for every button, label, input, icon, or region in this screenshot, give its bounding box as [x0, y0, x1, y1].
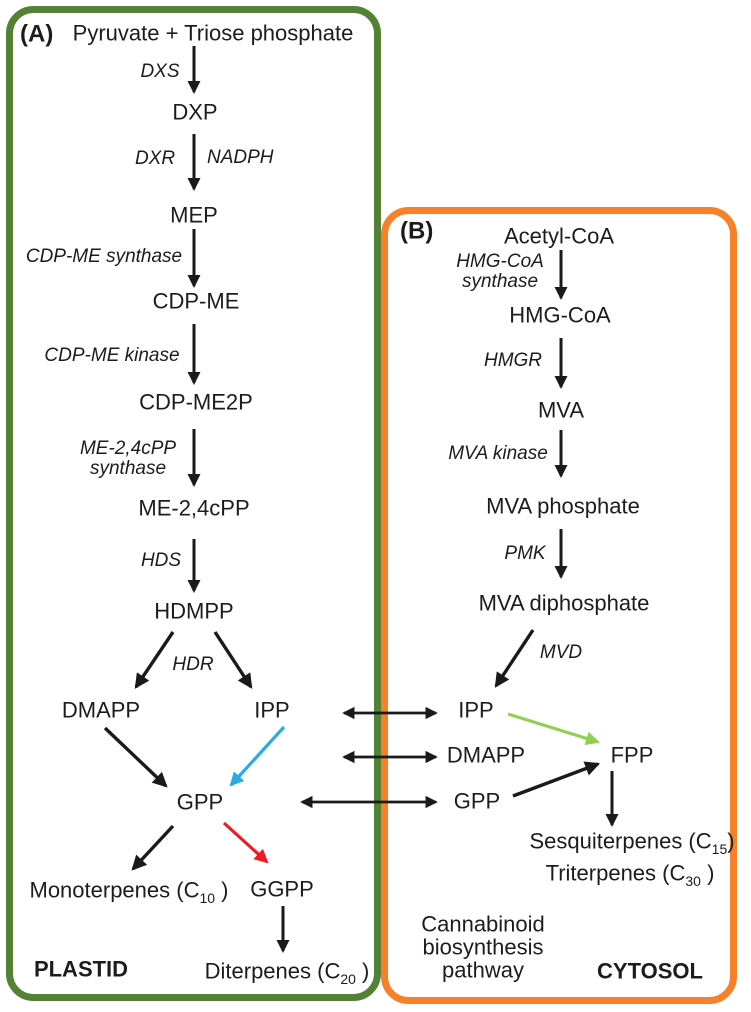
- node-hmg-coa: HMG-CoA: [509, 302, 611, 328]
- arrow-ipp-to-fpp-green: [507, 712, 601, 746]
- compartment-plastid: PLASTID: [33, 956, 129, 982]
- enzyme-dxr: DXR: [134, 148, 176, 170]
- annotation-cannabinoid-pathway: Cannabinoid biosynthesis pathway: [421, 912, 545, 981]
- product-monoterpenes-text: Monoterpenes (C: [29, 877, 200, 903]
- enzyme-hmg-coa-synthase-line2: synthase: [461, 271, 539, 292]
- arrow-gpp-to-fpp: [512, 761, 601, 798]
- enzyme-me24cpp-synthase-line1: ME-2,4cPP: [79, 438, 177, 460]
- product-monoterpenes-sub: 10: [199, 889, 216, 906]
- product-monoterpenes: Monoterpenes (C10 ): [29, 877, 229, 904]
- node-ipp-plastid: IPP: [254, 697, 290, 723]
- enzyme-hmg-coa-synthase: HMG-CoA synthase: [456, 252, 544, 292]
- node-dmapp-cytosol: DMAPP: [446, 742, 526, 768]
- enzyme-nadph: NADPH: [207, 147, 274, 169]
- cytosol-box: [381, 207, 737, 1004]
- enzyme-hmg-coa-synthase-line1: HMG-CoA: [456, 251, 544, 273]
- product-triterpenes-text: Triterpenes (C: [545, 860, 686, 886]
- node-gpp-plastid: GPP: [176, 789, 224, 815]
- arrow-ipp-to-gpp-blue: [229, 725, 286, 787]
- product-monoterpenes-suffix: ): [215, 877, 229, 903]
- node-dxp: DXP: [172, 99, 218, 125]
- node-me24cpp: ME-2,4cPP: [138, 495, 250, 521]
- product-diterpenes-text: Diterpenes (C: [204, 958, 341, 984]
- node-cdp-me: CDP-ME: [152, 288, 240, 314]
- compartment-cytosol: CYTOSOL: [597, 958, 703, 984]
- node-acetyl-coa: Acetyl-CoA: [503, 223, 615, 249]
- enzyme-hdr: HDR: [172, 654, 214, 676]
- node-mva-phosphate: MVA phosphate: [486, 493, 640, 519]
- arrow-hdmpp-to-ipp: [213, 631, 253, 689]
- node-mva: MVA: [537, 397, 585, 423]
- node-gpp-cytosol: GPP: [453, 788, 501, 814]
- product-diterpenes-suffix: ): [355, 958, 370, 984]
- node-dmapp-plastid: DMAPP: [61, 697, 141, 723]
- enzyme-mva-kinase: MVA kinase: [448, 443, 548, 465]
- product-sesquiterpenes-suffix: ): [727, 828, 735, 854]
- enzyme-cdp-me-synthase: CDP-ME synthase: [25, 246, 183, 268]
- product-sesquiterpenes: Sesquiterpenes (C15): [529, 828, 735, 855]
- node-hdmpp: HDMPP: [154, 598, 234, 624]
- arrow-gpp-to-monoterpenes: [131, 824, 175, 871]
- node-mep: MEP: [170, 202, 218, 228]
- node-mva-diphosphate: MVA diphosphate: [478, 590, 650, 616]
- node-substrates: Pyruvate + Triose phosphate: [72, 20, 354, 46]
- node-cdp-me2p: CDP-ME2P: [139, 389, 253, 415]
- product-sesquiterpenes-sub: 15: [711, 840, 728, 857]
- enzyme-mvd: MVD: [539, 642, 583, 664]
- product-diterpenes-sub: 20: [340, 970, 356, 987]
- enzyme-hmgr: HMGR: [483, 350, 543, 372]
- plastid-box: [6, 6, 381, 1001]
- enzyme-pmk: PMK: [504, 543, 546, 565]
- product-triterpenes-suffix: ): [700, 860, 715, 886]
- product-sesquiterpenes-text: Sesquiterpenes (C: [529, 828, 712, 854]
- arrow-dmapp-to-gpp: [103, 726, 168, 788]
- enzyme-me24cpp-synthase: ME-2,4cPP synthase: [80, 439, 176, 479]
- annotation-line3: pathway: [442, 957, 524, 983]
- enzyme-me24cpp-synthase-line2: synthase: [89, 458, 167, 479]
- enzyme-cdp-me-kinase: CDP-ME kinase: [44, 345, 180, 367]
- arrow-gpp-to-ggpp-red: [222, 821, 269, 864]
- enzyme-hds: HDS: [140, 550, 182, 572]
- annotation-line2: biosynthesis: [422, 934, 544, 960]
- annotation-line1: Cannabinoid: [421, 911, 545, 937]
- panel-b-label: (B): [400, 217, 434, 245]
- node-ipp-cytosol: IPP: [458, 697, 494, 723]
- product-triterpenes-sub: 30: [685, 872, 701, 889]
- product-triterpenes: Triterpenes (C30 ): [545, 860, 715, 887]
- arrow-hdmpp-to-dmapp: [134, 631, 175, 689]
- enzyme-dxs: DXS: [140, 61, 180, 83]
- arrow-mvadiphosphate-to-ipp: [494, 629, 535, 688]
- node-fpp: FPP: [610, 742, 654, 768]
- product-diterpenes: Diterpenes (C20 ): [204, 958, 370, 985]
- panel-a-label: (A): [20, 20, 54, 48]
- node-ggpp: GGPP: [250, 876, 314, 902]
